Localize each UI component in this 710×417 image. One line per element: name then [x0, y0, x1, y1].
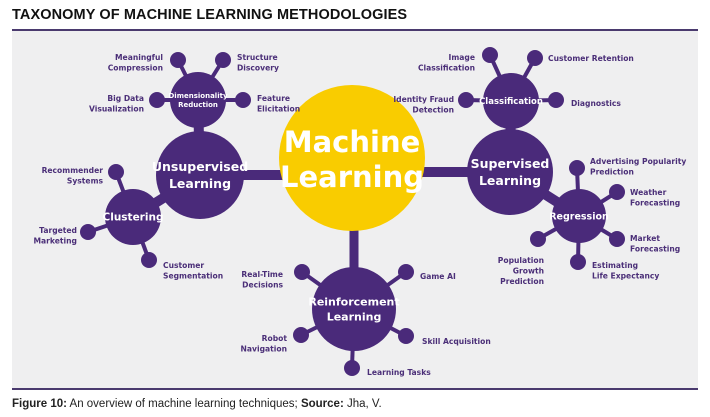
leaf-dot — [482, 47, 498, 63]
caption-source-label: Source: — [300, 398, 344, 410]
top-rule — [12, 29, 698, 31]
leaf-label: Game AI — [420, 272, 456, 281]
center-label: Machine — [284, 125, 421, 159]
subnode-circle — [552, 189, 606, 243]
leaf-label: Segmentation — [163, 272, 223, 281]
leaf-dot — [344, 360, 360, 376]
leaf-dot — [293, 327, 309, 343]
leaf-dot — [458, 92, 474, 108]
leaf-label: Learning Tasks — [367, 368, 431, 377]
leaf-label: Elicitation — [257, 105, 300, 114]
leaf-label: Weather — [630, 188, 667, 197]
leaf-label: Detection — [412, 106, 454, 115]
branch-label: Unsupervised — [152, 159, 248, 174]
leaf-dot — [398, 328, 414, 344]
leaf-dot — [80, 224, 96, 240]
caption-text: An overview of machine learning techniqu… — [66, 398, 301, 410]
leaf-label: Advertising Popularity — [590, 157, 686, 166]
leaf-label: Targeted — [39, 226, 77, 235]
leaf-dot — [527, 50, 543, 66]
leaf-label: Forecasting — [630, 245, 680, 254]
leaf-label: Compression — [108, 64, 163, 73]
subnode-label: Reduction — [178, 101, 218, 109]
leaf-dot — [235, 92, 251, 108]
node-circles — [80, 47, 625, 376]
leaf-label: Population — [498, 256, 544, 265]
leaf-label: Marketing — [34, 237, 78, 246]
leaf-label: Discovery — [237, 64, 279, 73]
caption-figure-label: Figure 10: — [12, 398, 67, 410]
leaf-label: Prediction — [500, 277, 544, 286]
branch-label: Learning — [169, 176, 231, 191]
branch-label: Learning — [479, 173, 541, 188]
machine-learning-circle — [279, 85, 425, 231]
subnode-label: Classification — [479, 97, 543, 107]
leaf-dot — [530, 231, 546, 247]
leaf-dot — [548, 92, 564, 108]
leaf-label: Image — [449, 53, 475, 62]
leaf-label: Navigation — [241, 345, 287, 354]
caption-source: Jha, V. — [343, 398, 382, 410]
figure-title: TAXONOMY OF MACHINE LEARNING METHODOLOGI… — [12, 7, 408, 23]
leaf-dot — [149, 92, 165, 108]
leaf-label: Feature — [257, 94, 290, 103]
subnode-circle — [105, 189, 161, 245]
leaf-label: Recommender — [42, 166, 104, 175]
subnode-label: Clustering — [103, 212, 164, 224]
leaf-label: Structure — [237, 53, 278, 62]
leaf-label: Estimating — [592, 261, 638, 270]
leaf-dot — [141, 252, 157, 268]
leaf-label: Decisions — [242, 281, 283, 290]
leaf-label: Customer — [163, 261, 204, 270]
subnode-label: Regression — [549, 211, 609, 222]
branch-circle — [312, 267, 396, 351]
leaf-label: Classification — [418, 64, 475, 73]
leaf-dot — [108, 164, 124, 180]
leaf-label: Growth — [513, 267, 544, 276]
branch-label: Supervised — [471, 156, 550, 171]
branch-label: Learning — [327, 310, 382, 323]
leaf-label: Systems — [67, 177, 104, 186]
branch-circle — [467, 129, 553, 215]
figure-caption: Figure 10: An overview of machine learni… — [12, 398, 382, 410]
leaf-dot — [294, 264, 310, 280]
leaf-dot — [170, 52, 186, 68]
leaf-dot — [569, 160, 585, 176]
leaf-label: Robot — [262, 334, 288, 343]
branch-circle — [156, 131, 244, 219]
leaf-dot — [215, 52, 231, 68]
subnode-label: Dimensionality — [168, 92, 227, 100]
leaf-label: Prediction — [590, 168, 634, 177]
leaf-label: Diagnostics — [571, 99, 621, 108]
leaf-label: Identity Fraud — [393, 95, 454, 104]
leaf-label: Forecasting — [630, 199, 680, 208]
center-label: Learning — [280, 160, 424, 194]
leaf-label: Skill Acquisition — [422, 337, 491, 346]
leaf-dot — [609, 231, 625, 247]
leaf-label: Meaningful — [115, 53, 163, 62]
subnode-circle — [483, 73, 539, 129]
leaf-dot — [570, 254, 586, 270]
leaf-label: Real-Time — [241, 270, 283, 279]
leaf-label: Life Expectancy — [592, 272, 659, 281]
bottom-rule — [12, 388, 698, 390]
branch-label: Reinforcement — [308, 295, 399, 308]
subnode-circle — [170, 72, 226, 128]
leaf-dot — [398, 264, 414, 280]
leaf-label: Market — [630, 234, 660, 243]
leaf-label: Customer Retention — [548, 54, 634, 63]
leaf-label: Big Data — [107, 94, 144, 103]
leaf-dot — [609, 184, 625, 200]
leaf-label: Visualization — [89, 105, 144, 114]
